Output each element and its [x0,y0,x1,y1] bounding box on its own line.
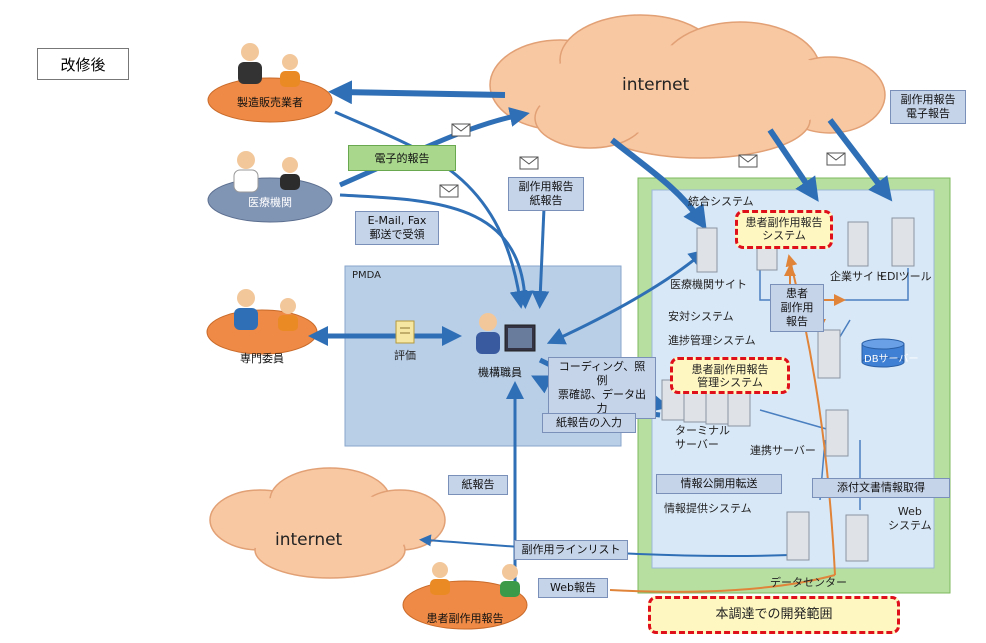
edi-tool-label: EDIツール [880,270,932,283]
person-icons [233,43,520,597]
patient-report-line1: 患者 [786,287,808,300]
paper-input-box: 紙報告の入力 [542,413,636,433]
patient-label: 患者副作用報告 [426,612,504,625]
coding-line1: コーディング、照例 [558,360,646,387]
medical-site-label: 医療機関サイト [670,278,747,291]
coding-box: コーディング、照例 票確認、データ出力 [548,357,656,419]
internet-label-top: internet [622,75,690,95]
web-report-box: Web報告 [538,578,608,598]
title-box: 改修後 [37,48,129,80]
electronic-report-box: 電子的報告 [348,145,456,171]
company-site-label: 企業サイト [830,270,885,283]
terminal-server-line1: ターミナル [675,424,730,437]
document-icon [395,320,415,344]
web-system-line1: Web [897,505,922,518]
patient-report-line2: 副作用 [780,301,814,314]
dev-scope-box: 本調達での開発範囲 [648,596,900,634]
patient-system-box: 患者副作用報告 システム [735,210,833,249]
dev-scope-text: 本調達での開発範囲 [715,607,833,622]
manufacturer-label: 製造販売業者 [237,96,303,109]
info-system-label: 情報提供システム [664,502,752,515]
email-fax-line1: E-Mail, Fax [367,214,427,227]
db-server-label: DBサーバー [864,354,919,365]
web-system-line2: システム [888,519,932,532]
patient-system-line1: 患者副作用報告 [745,216,823,229]
patient-mgmt-line1: 患者副作用報告 [691,363,769,376]
evaluation-label: 評価 [394,349,416,362]
terminal-server-label: ターミナル サーバー [675,424,730,452]
patient-system-line2: システム [762,229,806,242]
patient-report-line3: 報告 [786,315,808,328]
attached-doc-box: 添付文書情報取得 [812,478,950,498]
line-list-box: 副作用ラインリスト [514,540,628,560]
link-server-label: 連携サーバー [750,444,816,457]
side-paper-line2: 紙報告 [529,194,563,207]
web-system-label: Web システム [888,505,932,533]
envelope-icons [439,123,846,198]
patient-report-box: 患者 副作用 報告 [770,284,824,332]
integrated-system-label: 統合システム [688,195,754,208]
title-text: 改修後 [60,55,106,74]
expert-ellipse [206,309,318,355]
pmda-label: PMDA [352,270,382,281]
email-fax-line2: 郵送で受領 [369,228,425,241]
coding-line2: 票確認、データ出力 [558,388,646,415]
patient-mgmt-box: 患者副作用報告 管理システム [670,357,790,394]
safety-system-label: 安対システム [668,310,734,323]
staff-label: 機構職員 [478,366,522,379]
internet-label-bottom: internet [275,530,343,550]
expert-label: 専門委員 [240,352,284,365]
side-paper-line1: 副作用報告 [518,180,574,193]
info-public-box: 情報公開用転送 [656,474,782,494]
paper-report-box: 紙報告 [448,475,508,495]
medical-label: 医療機関 [248,196,292,209]
email-fax-box: E-Mail, Fax 郵送で受領 [355,211,439,245]
terminal-server-line2: サーバー [675,438,719,451]
side-electronic-box: 副作用報告 電子報告 [890,90,966,124]
side-paper-box: 副作用報告 紙報告 [508,177,584,211]
computer-icon [504,324,536,352]
data-center-label: データセンター [770,576,847,589]
patient-mgmt-line2: 管理システム [697,376,763,389]
side-electronic-line1: 副作用報告 [900,93,956,106]
progress-system-label: 進捗管理システム [668,334,756,347]
side-electronic-line2: 電子報告 [906,107,950,120]
db-cylinder-icon [861,338,905,368]
